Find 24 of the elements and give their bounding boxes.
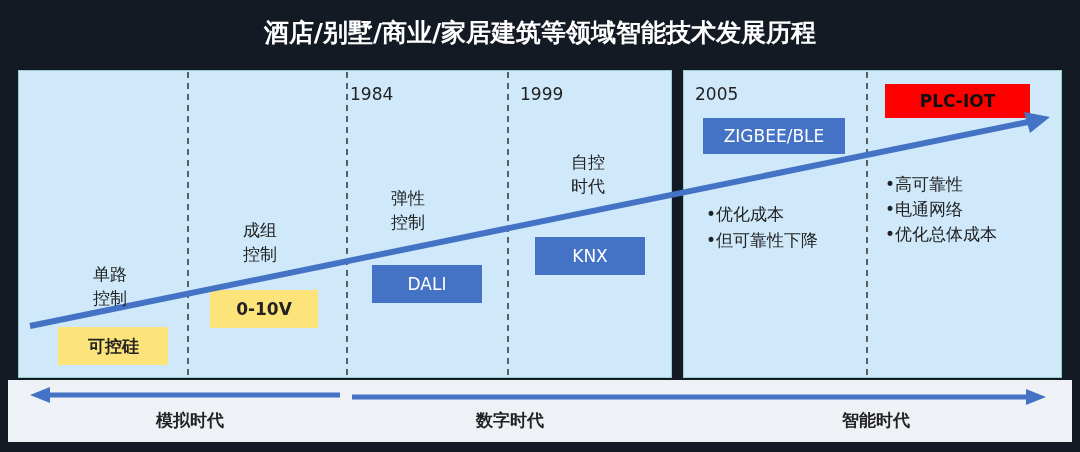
tech-box: ZIGBEE/BLE bbox=[703, 118, 845, 154]
year-label: 1984 bbox=[350, 83, 395, 106]
year-label: 2005 bbox=[695, 83, 740, 106]
bullet-text: •高可靠性 bbox=[885, 173, 965, 196]
bullet-text: •电通网络 bbox=[885, 198, 965, 221]
era-caption: 单路控制 bbox=[92, 263, 128, 310]
year-label: 1999 bbox=[520, 83, 565, 106]
era-caption: 自控时代 bbox=[570, 151, 606, 198]
title: 酒店/别墅/商业/家居建筑等领域智能技术发展历程 bbox=[262, 17, 818, 49]
era-panel bbox=[18, 70, 672, 378]
bullet-text: •优化成本 bbox=[706, 203, 786, 226]
tech-box: DALI bbox=[372, 265, 482, 303]
era-label: 智能时代 bbox=[841, 409, 911, 432]
tech-box: 0-10V bbox=[210, 290, 318, 328]
era-panel bbox=[683, 70, 1062, 378]
tech-box: KNX bbox=[535, 237, 645, 275]
era-label: 模拟时代 bbox=[155, 409, 225, 432]
tech-box: PLC-IOT bbox=[885, 84, 1030, 118]
era-caption: 成组控制 bbox=[242, 219, 278, 266]
tech-box: 可控硅 bbox=[58, 327, 168, 365]
era-caption: 弹性控制 bbox=[390, 187, 426, 234]
bullet-text: •但可靠性下降 bbox=[706, 229, 820, 252]
era-label: 数字时代 bbox=[475, 409, 545, 432]
bullet-text: •优化总体成本 bbox=[885, 223, 999, 246]
